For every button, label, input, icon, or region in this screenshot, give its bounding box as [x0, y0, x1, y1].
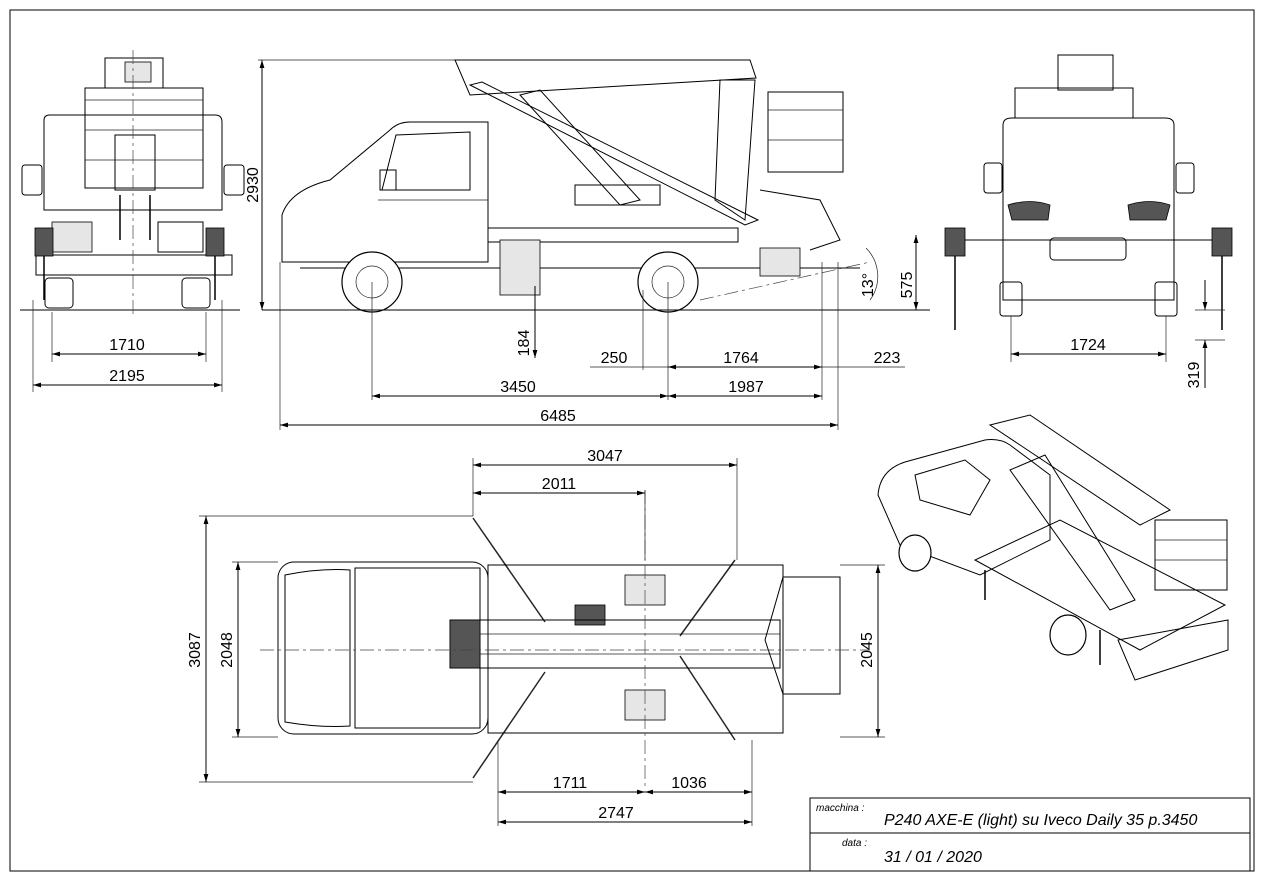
- isometric-view: [877, 414, 1229, 681]
- top-view: [199, 458, 885, 826]
- dim-1987: 1987: [728, 379, 764, 396]
- date-label: data :: [842, 838, 867, 849]
- dim-total-length: 6485: [540, 408, 576, 425]
- machine-value: P240 AXE-E (light) su Iveco Daily 35 p.3…: [884, 812, 1197, 829]
- dim-front-track: 1710: [109, 337, 145, 354]
- dim-height: 2930: [245, 167, 262, 203]
- dim-1036: 1036: [671, 775, 707, 792]
- dim-body-width: 2048: [219, 632, 236, 668]
- dim-250: 250: [601, 350, 628, 367]
- date-value: 31 / 01 / 2020: [884, 849, 982, 866]
- dim-platform-width: 2045: [859, 632, 876, 668]
- dim-front-width: 2195: [109, 368, 145, 385]
- dim-3047: 3047: [587, 448, 623, 465]
- dim-2747: 2747: [598, 805, 634, 822]
- machine-label: macchina :: [816, 803, 865, 814]
- drawing-frame: [9, 9, 1255, 872]
- rear-view: [944, 54, 1233, 388]
- front-view: [20, 50, 245, 392]
- title-block: [809, 797, 1251, 872]
- dim-angle: 13°: [860, 273, 877, 297]
- dim-2011: 2011: [542, 476, 577, 493]
- dim-575: 575: [899, 272, 916, 299]
- dim-rear-spread: 1724: [1070, 337, 1106, 354]
- dim-1711: 1711: [553, 775, 588, 792]
- dim-ground-clearance: 184: [516, 330, 533, 357]
- dim-wheelbase: 3450: [500, 379, 536, 396]
- dim-1764: 1764: [723, 350, 759, 367]
- dim-outrigger-span: 3087: [187, 632, 204, 668]
- side-view: [258, 59, 930, 430]
- dim-stabilizer-stroke: 319: [1186, 362, 1203, 389]
- dim-223: 223: [874, 350, 901, 367]
